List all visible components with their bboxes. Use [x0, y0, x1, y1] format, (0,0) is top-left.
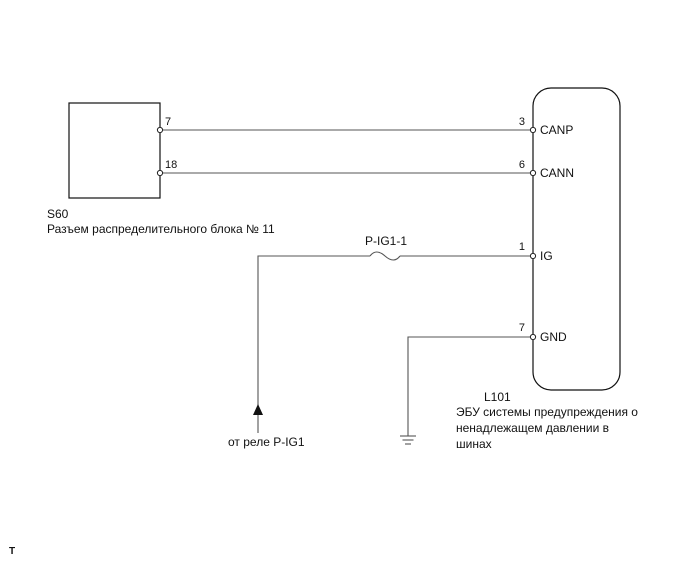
- l101-pin-1-label: 1: [519, 241, 525, 253]
- ecu-l101-name-line-1: ЭБУ системы предупреждения о: [456, 405, 638, 419]
- connector-s60-code: S60: [47, 207, 69, 221]
- l101-pin-3-label: 3: [519, 116, 525, 128]
- pin-l101-1: [529, 252, 537, 260]
- wire-ig-left: [257, 255, 370, 410]
- pin-s60-18: [156, 169, 164, 177]
- ecu-l101-name-line-2: ненадлежащем давлении в: [456, 421, 609, 435]
- relay-source-label: от реле P-IG1: [228, 435, 305, 449]
- l101-pin-6-label: 6: [519, 159, 525, 171]
- pin-l101-6: [529, 169, 537, 177]
- fuse-label: P-IG1-1: [365, 234, 407, 248]
- pin-l101-7: [529, 333, 537, 341]
- s60-pin-18-label: 18: [165, 159, 177, 171]
- arrow-up-icon: [253, 404, 263, 415]
- connector-s60-name: Разъем распределительного блока № 11: [47, 222, 275, 236]
- corner-mark: T: [9, 546, 15, 557]
- terminal-gnd: GND: [540, 330, 567, 344]
- l101-pin-7-label: 7: [519, 322, 525, 334]
- ecu-l101-box: [532, 87, 621, 391]
- fuse-symbol: [369, 251, 401, 261]
- ecu-l101-name-line-3: шинах: [456, 437, 492, 451]
- pin-s60-7: [156, 126, 164, 134]
- s60-pin-7-label: 7: [165, 116, 171, 128]
- terminal-canp: CANP: [540, 123, 573, 137]
- wire-gnd: [407, 336, 533, 436]
- terminal-cann: CANN: [540, 166, 574, 180]
- pin-l101-3: [529, 126, 537, 134]
- terminal-ig: IG: [540, 249, 553, 263]
- ecu-l101-code: L101: [484, 390, 511, 404]
- connector-s60-box: [68, 102, 161, 199]
